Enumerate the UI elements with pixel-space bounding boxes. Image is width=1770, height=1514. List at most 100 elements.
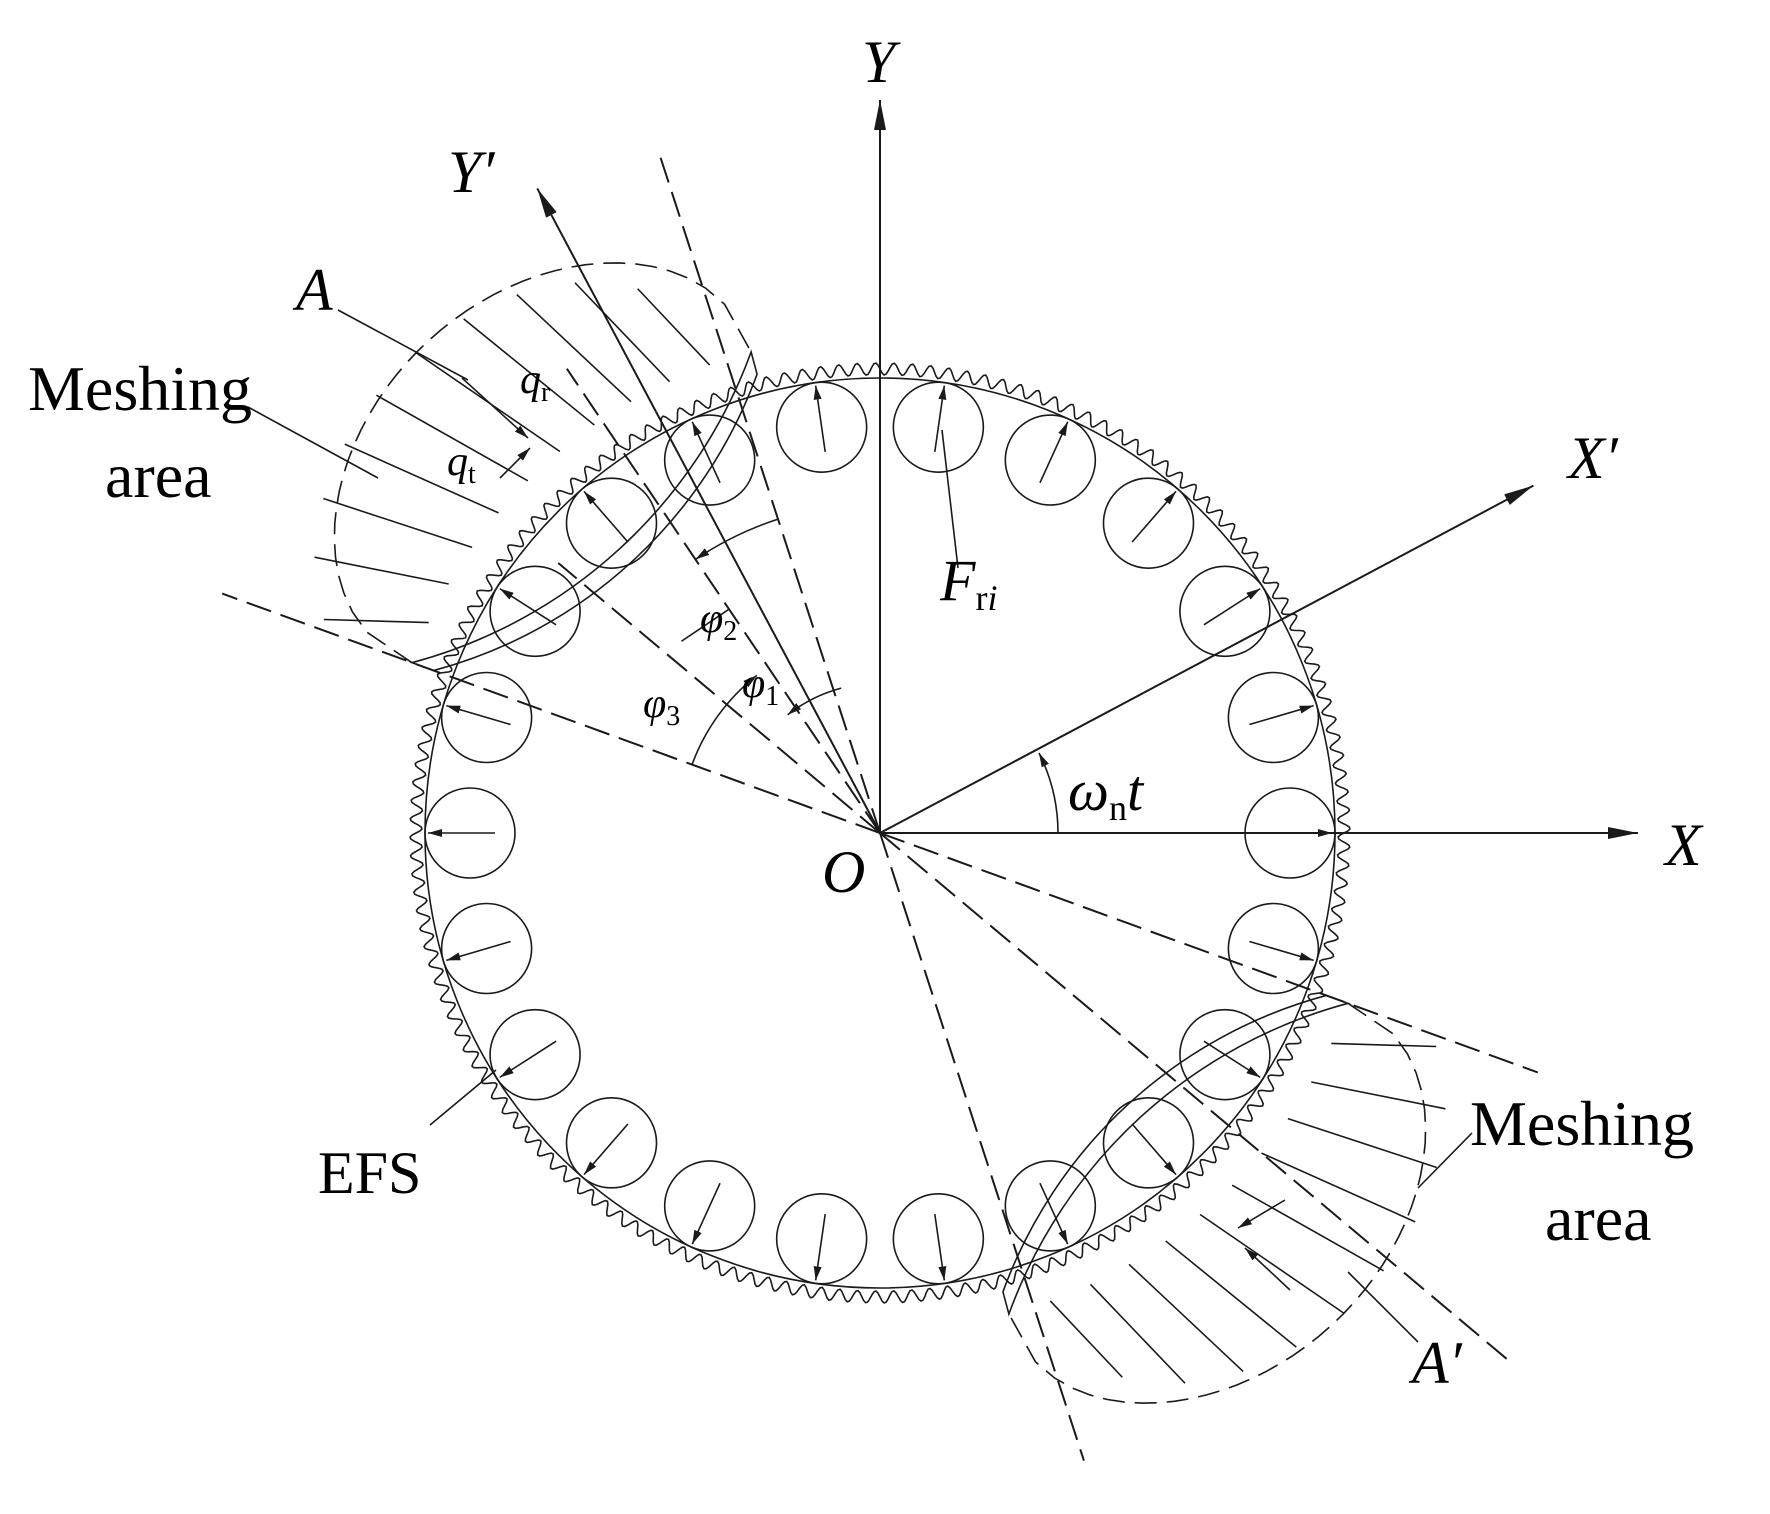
y-prime-label: Y′	[448, 139, 495, 205]
meshing-left-label-2: area	[105, 440, 212, 511]
x-prime-axis	[879, 484, 1534, 834]
phi-2-angle-arc	[695, 518, 779, 561]
roller	[1102, 477, 1195, 569]
roller-force-arrow	[1249, 704, 1314, 726]
hatch-line	[1049, 1300, 1123, 1378]
hatch-line	[637, 288, 711, 366]
roller-force-arrow	[813, 385, 827, 453]
hatch-line	[574, 282, 671, 383]
hatch-line	[463, 318, 595, 426]
q-r-arrow	[461, 377, 529, 439]
roller-force-arrow	[583, 1123, 629, 1176]
omega-t-label: ωnt	[1068, 758, 1145, 828]
point-a-prime-label: A′	[1408, 1330, 1463, 1396]
efs-label: EFS	[318, 1140, 421, 1206]
q-t-label: qt	[447, 439, 476, 490]
meshing-left-label-1: Meshing	[28, 353, 252, 424]
roller	[1004, 414, 1097, 506]
q-r-arrow-right	[1237, 1199, 1286, 1229]
hatch-line	[1089, 1283, 1186, 1384]
phi-1-angle-arc	[787, 687, 842, 716]
dashed-line-left	[221, 592, 881, 834]
hatch-line	[323, 497, 473, 549]
roller	[663, 414, 756, 506]
hatch-line	[1231, 1184, 1385, 1272]
roller-force-arrow	[499, 587, 557, 626]
roller-force-arrow	[499, 1040, 557, 1079]
hatch-line	[1261, 1152, 1416, 1223]
roller-force-arrow	[933, 1213, 947, 1281]
efs-toothed-ring	[409, 362, 1351, 1304]
roller-force-arrow	[1203, 1040, 1261, 1079]
roller-force-arrow	[1039, 1182, 1069, 1245]
phi-3-angle-arc	[691, 674, 758, 765]
roller	[1227, 902, 1320, 995]
hatch-line	[375, 394, 529, 482]
y-prime-axis	[536, 187, 881, 834]
dashed-line-center	[566, 368, 881, 834]
roller	[440, 902, 533, 995]
roller-force-arrow	[813, 1213, 827, 1281]
hatch-line	[314, 556, 449, 585]
roller-force-arrow	[691, 1182, 721, 1245]
roller	[489, 1008, 581, 1101]
roller-force-arrow	[1039, 421, 1069, 484]
roller-force-arrow	[583, 490, 629, 543]
roller-force-arrow	[446, 940, 511, 962]
roller	[1227, 671, 1320, 764]
roller-force-arrow	[1203, 587, 1261, 626]
roller-force-arrow	[933, 385, 947, 453]
roller	[565, 477, 658, 569]
roller	[424, 787, 516, 879]
dashed-line-a	[557, 562, 881, 834]
phi-1-bracket	[681, 608, 730, 642]
efs-leader	[429, 1069, 497, 1126]
dashed-reference-lines	[221, 147, 1539, 1462]
meshing-left-leader	[247, 406, 379, 479]
x-axis-label: X	[1663, 812, 1704, 878]
meshing-area-right	[1002, 994, 1446, 1404]
hatch-line	[1331, 1042, 1437, 1048]
hatch-line	[1287, 1117, 1437, 1169]
hatch-line	[1311, 1081, 1446, 1110]
x-prime-label: X′	[1566, 425, 1619, 491]
roller	[440, 671, 533, 764]
hatch-line	[1165, 1240, 1297, 1348]
roller-force-arrow	[691, 421, 721, 484]
meshing-right-label-1: Meshing	[1470, 1088, 1694, 1159]
phi-2-label: φ2	[700, 596, 737, 647]
q-t-arrow-right	[1244, 1247, 1291, 1291]
roller	[489, 565, 581, 658]
roller	[1179, 565, 1271, 658]
hatch-line	[1128, 1263, 1244, 1372]
roller-group	[424, 381, 1336, 1285]
roller	[775, 381, 868, 473]
roller-force-arrow	[446, 704, 511, 726]
y-axis-label: Y	[862, 29, 901, 95]
f-ri-leader	[941, 429, 959, 569]
phi-1-label: φ1	[742, 661, 779, 712]
q-t-arrow	[499, 447, 531, 479]
roller	[775, 1193, 868, 1285]
meshing-right-leader	[1417, 1132, 1473, 1189]
point-a-label: A	[292, 257, 333, 323]
hatch-line	[344, 443, 499, 514]
roller	[1004, 1160, 1097, 1252]
roller-force-arrow	[1131, 490, 1177, 543]
roller-force-arrow	[1131, 1123, 1177, 1176]
roller	[565, 1097, 658, 1189]
dashed-line-a-prime	[879, 832, 1509, 1361]
phi-3-label: φ3	[643, 681, 680, 732]
point-a-prime-leader	[1347, 1271, 1419, 1343]
dashed-line-lower-steep	[879, 832, 1085, 1462]
origin-label: O	[822, 839, 865, 905]
dashed-line-right	[879, 832, 1539, 1074]
f-ri-label: Fri	[939, 548, 997, 618]
meshing-right-label-2: area	[1545, 1183, 1652, 1254]
dashed-line-upper-steep	[656, 147, 881, 834]
roller-force-arrow	[1249, 940, 1314, 962]
hatch-line	[1199, 1213, 1344, 1314]
meshing-area-left	[314, 262, 758, 672]
roller	[1102, 1097, 1195, 1189]
